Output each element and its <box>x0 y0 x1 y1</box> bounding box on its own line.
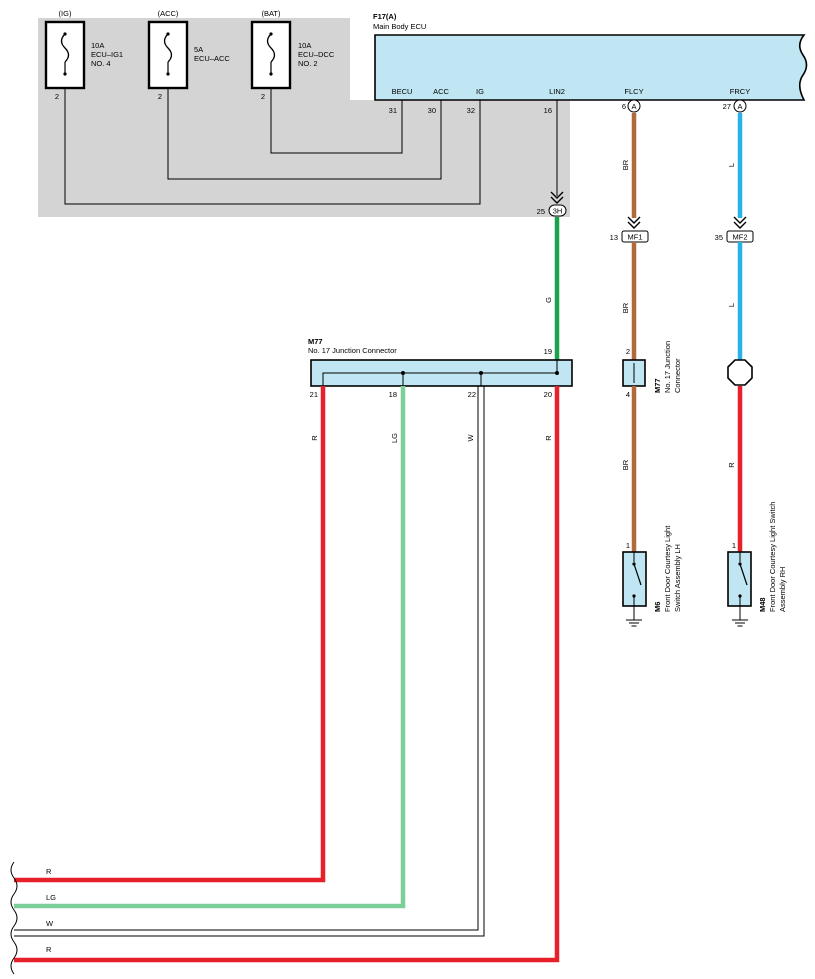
bottom-label-r-2: R <box>46 945 52 954</box>
svg-text:21: 21 <box>310 390 318 399</box>
label-r-rh: R <box>727 462 736 468</box>
fuse-ecu-ig1: (IG) 10A ECU–IG1 NO. 4 2 <box>44 9 123 101</box>
svg-text:19: 19 <box>544 347 552 356</box>
pin-31: 31 <box>389 106 397 115</box>
main-body-ecu-box <box>374 34 808 101</box>
svg-text:35: 35 <box>715 233 723 242</box>
continuation-break <box>10 861 18 975</box>
label-g: G <box>544 297 553 303</box>
svg-text:(ACC): (ACC) <box>158 9 179 18</box>
svg-text:No. 17 Junction Connector: No. 17 Junction Connector <box>308 346 397 355</box>
fuse-ecu-acc: (ACC) 5A ECU–ACC 2 <box>147 9 230 101</box>
svg-text:NO. 4: NO. 4 <box>91 59 111 68</box>
terminal-label-ig: IG <box>476 87 484 96</box>
svg-text:10A: 10A <box>91 41 104 50</box>
connector-3h: 3H 25 <box>537 191 567 217</box>
wire-lg <box>14 386 406 909</box>
wire-w <box>14 386 485 937</box>
terminal-label-becu: BECU <box>392 87 413 96</box>
label-w: W <box>466 434 475 442</box>
svg-text:5A: 5A <box>194 45 203 54</box>
svg-text:1: 1 <box>732 541 736 550</box>
svg-text:Connector: Connector <box>673 358 682 393</box>
label-br-top: BR <box>621 159 630 170</box>
svg-text:Switch Assembly LH: Switch Assembly LH <box>673 544 682 612</box>
label-br-mid: BR <box>621 302 630 313</box>
svg-text:ECU–IG1: ECU–IG1 <box>91 50 123 59</box>
wire-fuse-dcc-becu <box>270 88 403 154</box>
svg-text:ECU–DCC: ECU–DCC <box>298 50 335 59</box>
svg-text:2: 2 <box>261 92 265 101</box>
wire-fuse-acc-acc <box>167 88 442 180</box>
splice-octagon <box>727 359 753 386</box>
pin-32: 32 <box>467 106 475 115</box>
svg-text:M77: M77 <box>308 337 323 346</box>
ecu-code: F17(A) <box>373 12 397 21</box>
svg-text:MF1: MF1 <box>628 233 643 242</box>
svg-text:2: 2 <box>55 92 59 101</box>
switch-front-door-lh: 1 M6 Front Door Courtesy Light Switch As… <box>622 525 682 627</box>
wire-fuse-ig1-ig <box>64 88 481 205</box>
svg-text:Assembly RH: Assembly RH <box>778 567 787 612</box>
terminal-label-lin2: LIN2 <box>549 87 565 96</box>
svg-text:A: A <box>631 102 636 111</box>
svg-text:No. 17 Junction: No. 17 Junction <box>663 341 672 393</box>
svg-text:Front Door Courtesy Light: Front Door Courtesy Light <box>663 525 672 612</box>
bottom-label-lg: LG <box>46 893 56 902</box>
svg-text:Front Door Courtesy Light Swit: Front Door Courtesy Light Switch <box>768 502 777 612</box>
connector-mf2: MF2 35 <box>715 216 754 243</box>
label-r-right: R <box>544 435 553 441</box>
svg-text:A: A <box>737 102 742 111</box>
svg-text:MF2: MF2 <box>733 233 748 242</box>
connector-a-flcy: A <box>627 99 641 113</box>
svg-text:(BAT): (BAT) <box>261 9 281 18</box>
svg-text:13: 13 <box>610 233 618 242</box>
wire-r-left <box>14 386 326 883</box>
svg-text:M6: M6 <box>653 602 662 612</box>
label-lg: LG <box>390 433 399 443</box>
svg-text:M48: M48 <box>758 597 767 612</box>
svg-text:(IG): (IG) <box>59 9 72 18</box>
ecu-name: Main Body ECU <box>373 22 426 31</box>
switch-front-door-rh: 1 M48 Front Door Courtesy Light Switch A… <box>727 502 787 627</box>
wire-r-right <box>14 386 560 963</box>
svg-text:10A: 10A <box>298 41 311 50</box>
svg-text:ECU–ACC: ECU–ACC <box>194 54 230 63</box>
bottom-label-w: W <box>46 919 54 928</box>
pin-16: 16 <box>544 106 552 115</box>
fuse-ecu-dcc: (BAT) 10A ECU–DCC NO. 2 2 <box>250 9 335 101</box>
svg-text:22: 22 <box>468 390 476 399</box>
bottom-label-r-1: R <box>46 867 52 876</box>
pin-6: 6 <box>622 102 626 111</box>
junction-connector-m77: M77 No. 17 Junction Connector 19 21 18 2… <box>308 337 573 399</box>
svg-text:2: 2 <box>158 92 162 101</box>
svg-text:20: 20 <box>544 390 552 399</box>
svg-text:M77: M77 <box>653 378 662 393</box>
pin-27: 27 <box>723 102 731 111</box>
label-l-mid: L <box>727 303 736 307</box>
label-r-left: R <box>310 435 319 441</box>
svg-text:2: 2 <box>626 347 630 356</box>
terminal-label-flcy: FLCY <box>624 87 643 96</box>
connector-a-frcy: A <box>733 99 747 113</box>
label-br-low: BR <box>621 459 630 470</box>
terminal-label-frcy: FRCY <box>730 87 750 96</box>
svg-text:3H: 3H <box>553 207 563 216</box>
svg-text:1: 1 <box>626 541 630 550</box>
svg-text:4: 4 <box>626 390 630 399</box>
svg-text:NO. 2: NO. 2 <box>298 59 318 68</box>
junction-connector-m77-small: 2 4 M77 No. 17 Junction Connector <box>622 341 682 399</box>
terminal-label-acc: ACC <box>433 87 449 96</box>
svg-text:25: 25 <box>537 207 545 216</box>
connector-mf1: MF1 13 <box>610 216 649 243</box>
svg-text:18: 18 <box>389 390 397 399</box>
pin-30: 30 <box>428 106 436 115</box>
label-l-top: L <box>727 163 736 167</box>
